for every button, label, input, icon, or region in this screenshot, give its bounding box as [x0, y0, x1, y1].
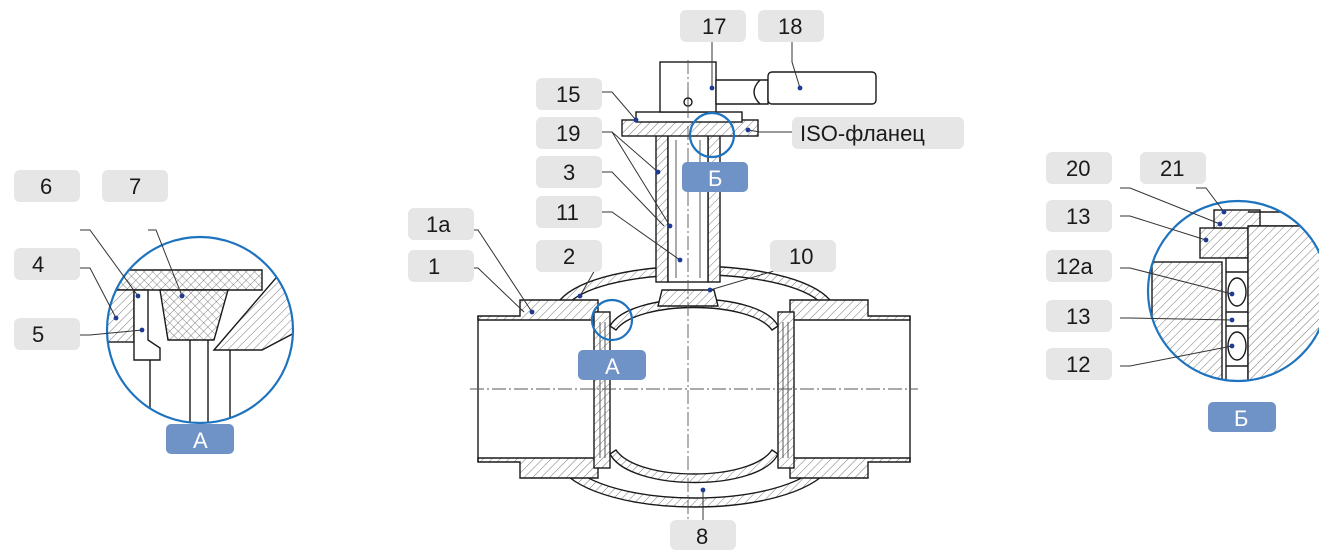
- detail-b-ring: [1146, 199, 1319, 383]
- label-1a: 1а: [408, 208, 474, 240]
- label-18: 18: [758, 10, 824, 42]
- label-6: 6: [14, 170, 80, 202]
- svg-text:12а: 12а: [1056, 254, 1093, 279]
- handle-tube: [715, 79, 769, 105]
- detail-b-view: [1120, 187, 1319, 383]
- pipe-right-top-wall: [789, 299, 911, 321]
- svg-text:21: 21: [1160, 156, 1184, 181]
- label-3: 3: [536, 156, 602, 188]
- label-13-top: 13: [1046, 200, 1112, 232]
- callout-labels: 6 7 4 5 17 18 15 19 3 11 2 1а 1 10 ISO-ф…: [14, 10, 1206, 550]
- detail-circle-a: [590, 298, 634, 342]
- label-11: 11: [536, 196, 602, 228]
- detail-a-ring: [105, 235, 295, 425]
- ball-top: [609, 298, 779, 331]
- svg-text:4: 4: [32, 252, 44, 277]
- svg-text:1: 1: [428, 254, 440, 279]
- label-2: 2: [536, 240, 602, 272]
- svg-text:8: 8: [696, 524, 708, 549]
- svg-text:ISO-фланец: ISO-фланец: [800, 121, 925, 146]
- svg-text:5: 5: [32, 322, 44, 347]
- label-4: 4: [14, 248, 80, 280]
- svg-text:10: 10: [789, 244, 813, 269]
- detail-a-view: [80, 229, 295, 425]
- label-iso-flange: ISO-фланец: [792, 117, 964, 149]
- pipe-left-bottom-wall: [477, 457, 599, 479]
- view-labels: А Б А Б: [166, 162, 1276, 454]
- svg-text:А: А: [605, 354, 620, 379]
- label-10: 10: [770, 240, 836, 272]
- pipe-left-top-wall: [477, 299, 599, 321]
- view-label-a-main: А: [578, 350, 646, 380]
- svg-text:17: 17: [702, 14, 726, 39]
- svg-text:15: 15: [556, 82, 580, 107]
- label-19: 19: [536, 117, 602, 149]
- label-1: 1: [408, 250, 474, 282]
- detail-circle-b: [688, 111, 736, 159]
- view-label-b-main: Б: [682, 162, 748, 192]
- seat-left: [593, 311, 611, 469]
- svg-text:20: 20: [1066, 156, 1090, 181]
- svg-text:11: 11: [556, 200, 579, 225]
- view-label-b-detail: Б: [1208, 402, 1276, 432]
- label-20: 20: [1046, 152, 1112, 184]
- handle-grip: [767, 71, 877, 105]
- ball-bottom: [609, 449, 779, 484]
- svg-text:7: 7: [129, 174, 141, 199]
- view-label-a-detail: А: [166, 424, 234, 454]
- label-12a: 12а: [1046, 250, 1112, 282]
- svg-text:13: 13: [1066, 304, 1090, 329]
- svg-text:1а: 1а: [426, 212, 451, 237]
- label-15: 15: [536, 78, 602, 110]
- svg-text:2: 2: [563, 244, 575, 269]
- svg-text:А: А: [193, 428, 208, 453]
- svg-text:3: 3: [563, 160, 575, 185]
- label-7: 7: [102, 170, 168, 202]
- stem-housing-right: [707, 129, 721, 283]
- label-12: 12: [1046, 348, 1112, 380]
- svg-text:18: 18: [778, 14, 802, 39]
- seat-right: [777, 311, 795, 469]
- svg-text:6: 6: [40, 174, 52, 199]
- svg-text:19: 19: [556, 121, 580, 146]
- label-21: 21: [1140, 152, 1206, 184]
- svg-text:Б: Б: [1234, 406, 1248, 431]
- label-17: 17: [680, 10, 746, 42]
- label-5: 5: [14, 318, 80, 350]
- svg-text:Б: Б: [708, 166, 722, 191]
- svg-text:12: 12: [1066, 352, 1090, 377]
- label-13-bottom: 13: [1046, 300, 1112, 332]
- label-8: 8: [670, 520, 736, 550]
- svg-text:13: 13: [1066, 204, 1090, 229]
- pipe-right-bottom-wall: [789, 457, 911, 479]
